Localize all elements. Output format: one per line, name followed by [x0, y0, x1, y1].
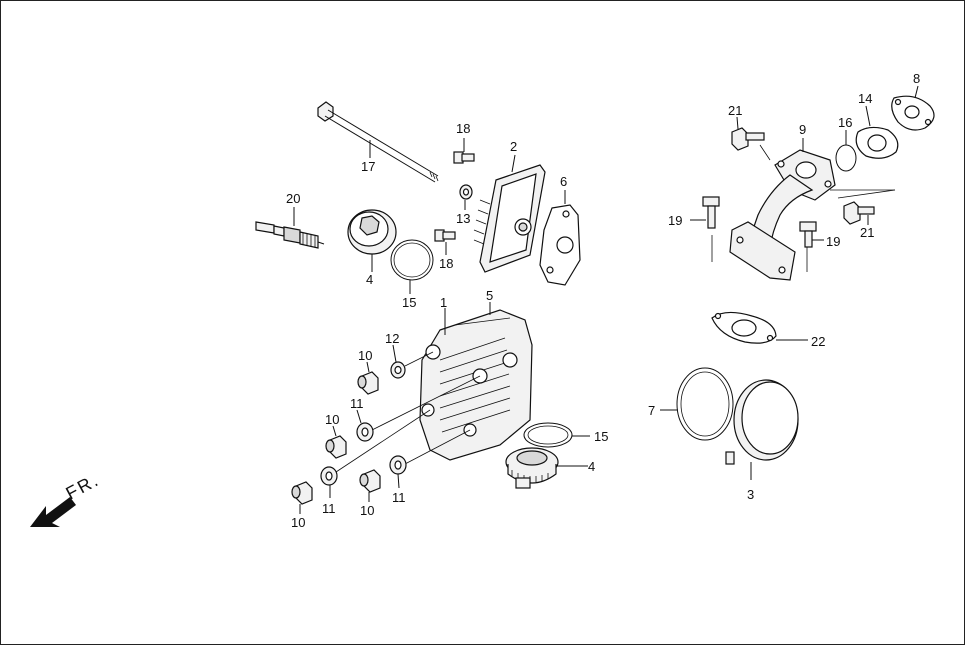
part-12-washer [390, 344, 406, 379]
part-2-tensioner-cover [473, 154, 546, 273]
part-5-head-cover [419, 302, 533, 461]
part-10-cap-nut-4 [359, 469, 381, 502]
part-11-washer-2 [320, 466, 338, 498]
part-16-o-ring [835, 130, 857, 172]
callout-16: 16 [838, 115, 852, 130]
callout-10-d: 10 [360, 503, 374, 518]
callout-9: 9 [799, 122, 806, 137]
part-13-washer [459, 184, 473, 210]
callout-6: 6 [560, 174, 567, 189]
callout-11-b: 11 [322, 501, 336, 516]
callout-12: 12 [385, 331, 399, 346]
direction-label: FR. [62, 469, 102, 503]
part-14-insulator [855, 105, 899, 159]
part-10-cap-nut-3 [291, 481, 313, 514]
callout-18-lower: 18 [439, 256, 453, 271]
part-8-gasket [891, 85, 935, 131]
callout-10-c: 10 [291, 515, 305, 530]
callout-15-upper: 15 [402, 295, 416, 310]
callout-21-lower: 21 [860, 225, 874, 240]
part-6-gasket [539, 190, 581, 286]
callout-4-upper: 4 [366, 272, 373, 287]
callout-17: 17 [361, 159, 375, 174]
part-11-washer-1 [356, 409, 374, 442]
part-18-bolt-upper [453, 138, 475, 164]
callout-11-a: 11 [350, 396, 364, 411]
stud-leader-lines [335, 351, 481, 473]
part-17-stud-bolt [317, 101, 439, 183]
callout-2: 2 [510, 139, 517, 154]
part-7-o-ring-large [660, 367, 734, 441]
part-10-cap-nut-1 [357, 361, 379, 395]
callout-4-lower: 4 [588, 459, 595, 474]
part-3-end-cap [725, 379, 799, 480]
part-4-plug-cap-upper [347, 209, 397, 272]
callout-19-left: 19 [668, 213, 682, 228]
callout-labels: 1 2 3 4 4 5 6 7 8 9 10 10 10 10 11 11 11… [286, 71, 920, 530]
part-9-intake-pipe [711, 138, 896, 281]
part-18-bolt-lower [434, 229, 456, 255]
callout-13: 13 [456, 211, 470, 226]
callout-8: 8 [913, 71, 920, 86]
callout-19-right: 19 [826, 234, 840, 249]
callout-10-b: 10 [325, 412, 339, 427]
part-20-spark-plug [255, 207, 325, 249]
callout-1: 1 [440, 295, 447, 310]
part-21-bolt-lower [843, 201, 875, 225]
part-10-cap-nut-2 [325, 425, 347, 459]
callout-10-a: 10 [358, 348, 372, 363]
front-direction-arrow: FR. [30, 469, 103, 527]
part-15-o-ring-lower [523, 422, 590, 448]
part-11-washer-3 [389, 455, 407, 489]
part-22-gasket [711, 311, 808, 344]
part-19-bolt-right [799, 221, 824, 248]
callout-3: 3 [747, 487, 754, 502]
part-19-bolt-left [690, 196, 720, 229]
callout-11-c: 11 [392, 490, 406, 505]
callout-7: 7 [648, 403, 655, 418]
callout-14: 14 [858, 91, 872, 106]
part-21-bolt-upper [731, 116, 765, 151]
callout-20: 20 [286, 191, 300, 206]
callout-21-upper: 21 [728, 103, 742, 118]
callout-22: 22 [811, 334, 825, 349]
part-15-o-ring-upper [390, 239, 434, 294]
callout-18-upper: 18 [456, 121, 470, 136]
callout-15-lower: 15 [594, 429, 608, 444]
part-4-plug-cap-lower [505, 447, 588, 489]
callout-5: 5 [486, 288, 493, 303]
